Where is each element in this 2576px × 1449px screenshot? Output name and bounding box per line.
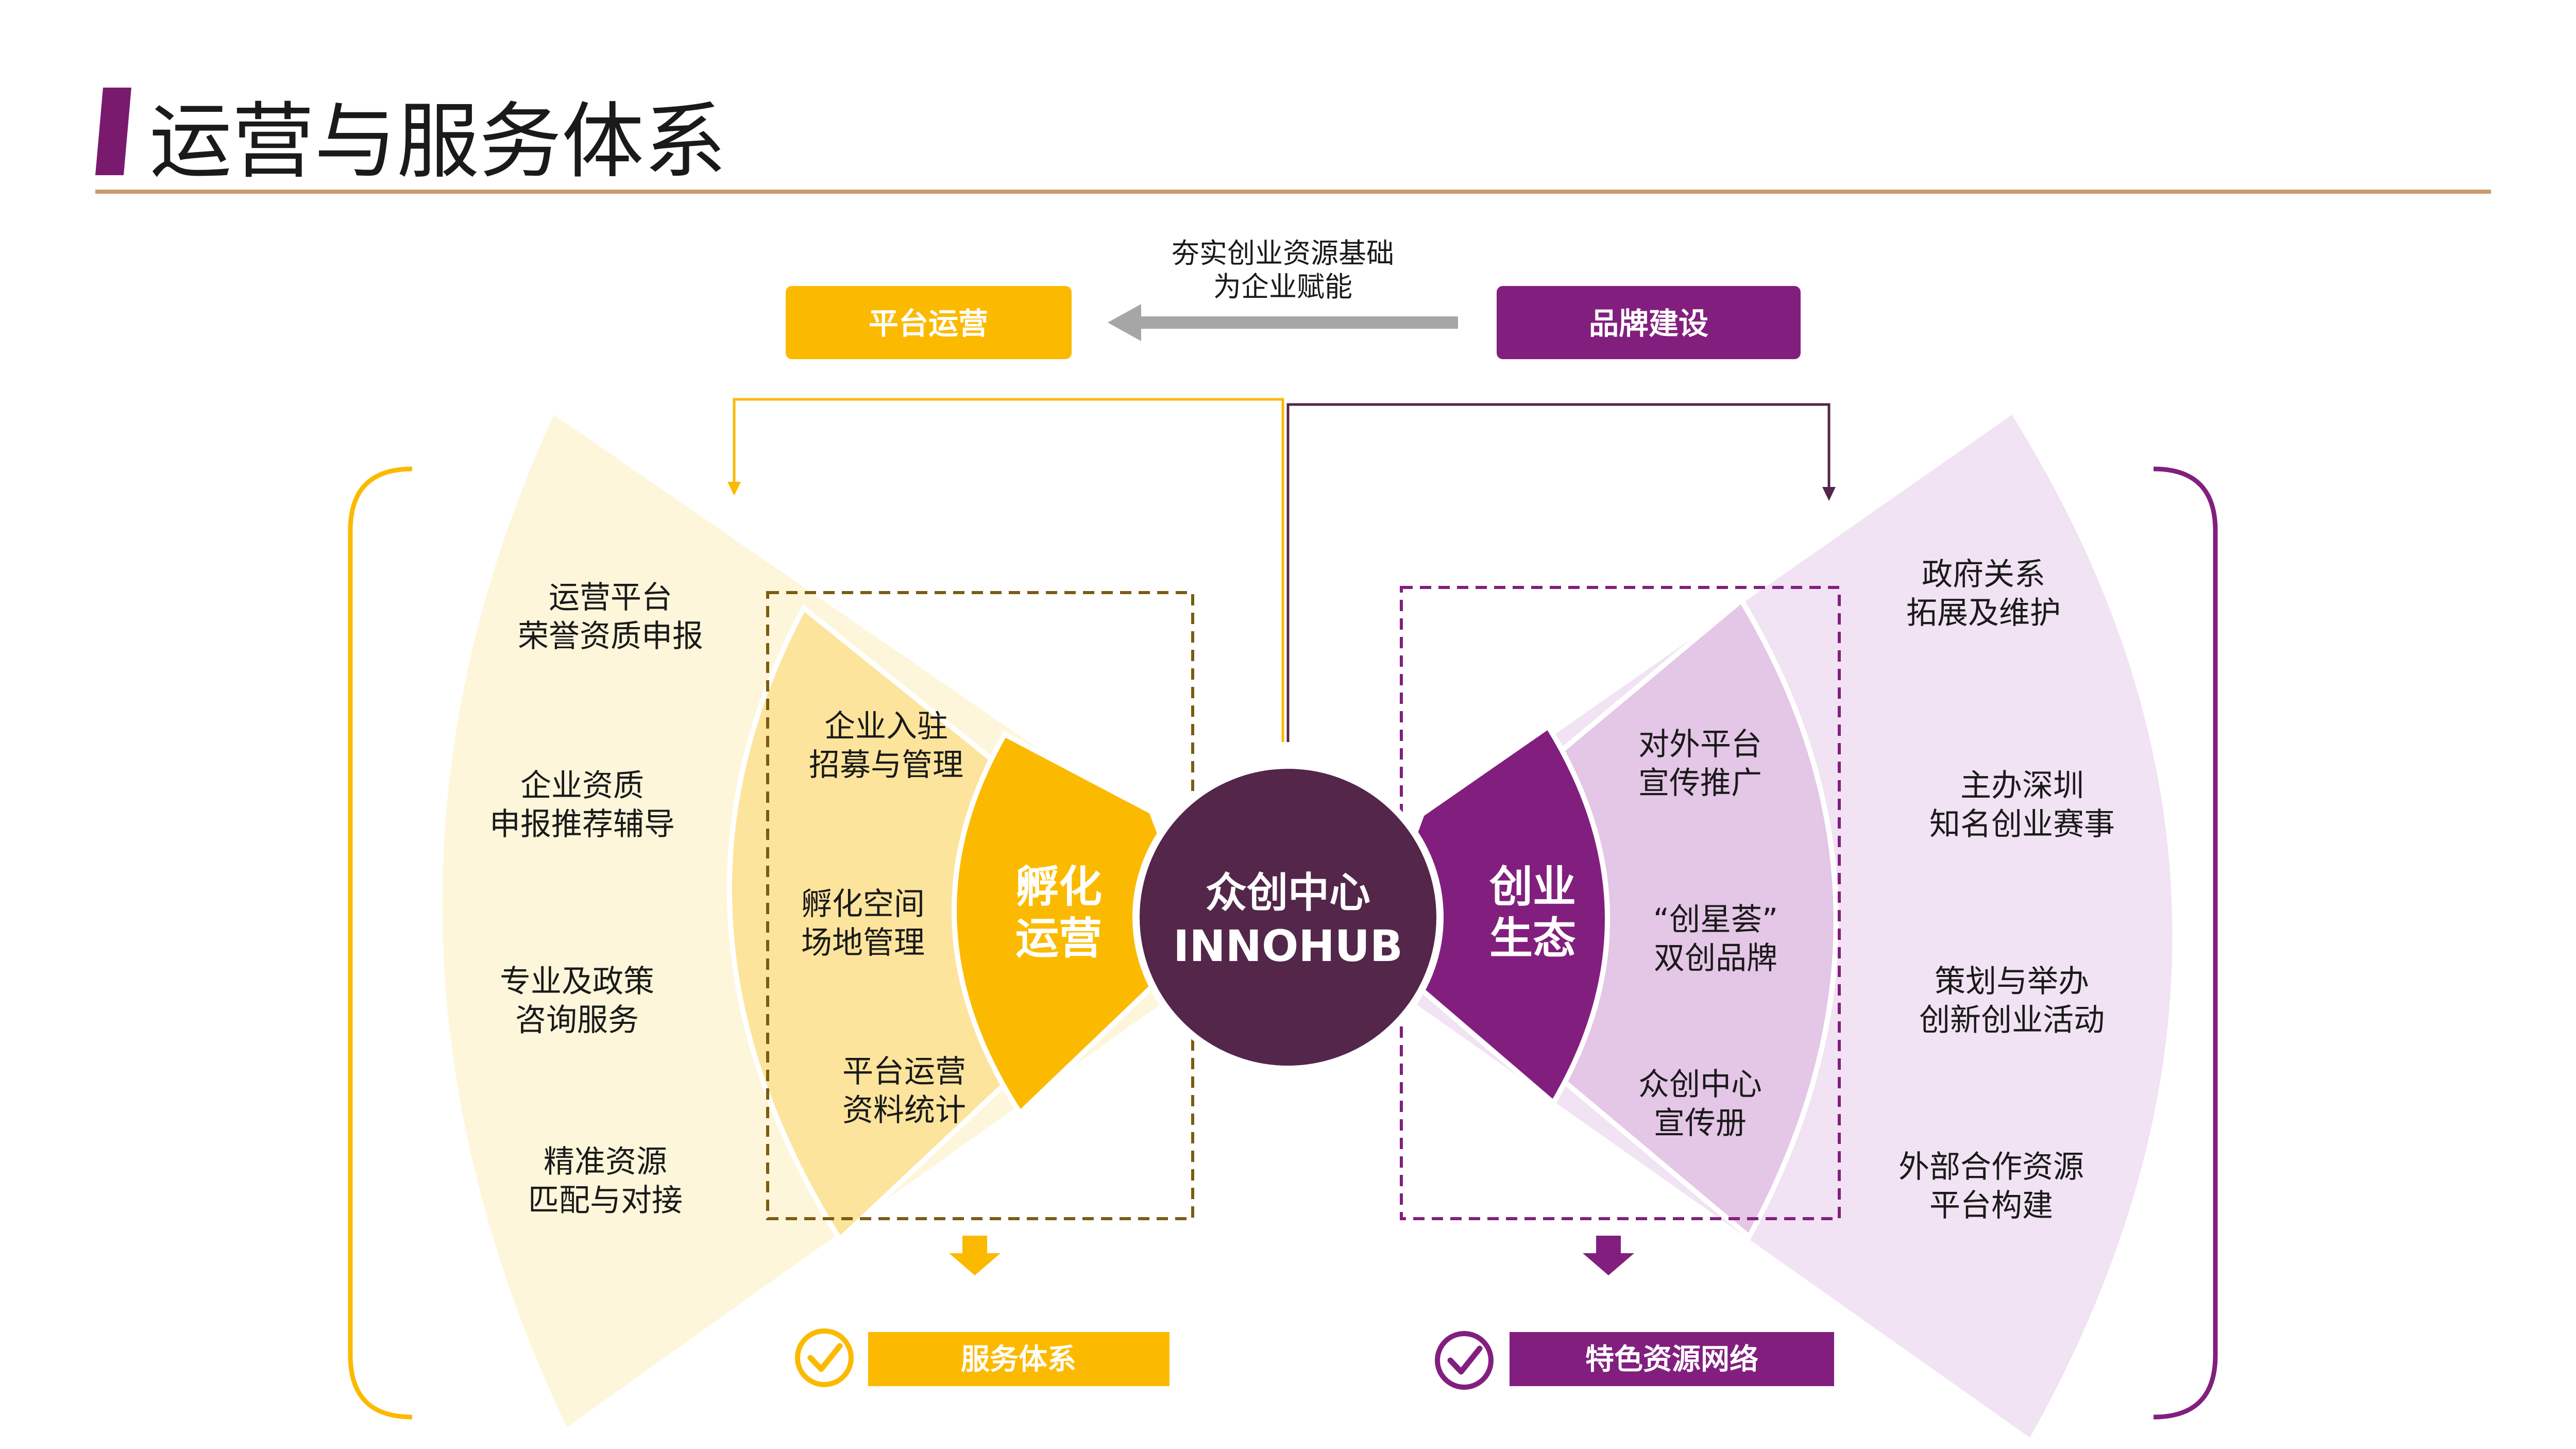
purple-connector-arrowhead [1822,487,1836,501]
left-inner-item: 平台运营 资料统计 [842,1054,966,1128]
svg-text:众创中心: 众创中心 [1638,1067,1762,1103]
gold-connector-arrowhead [727,482,741,496]
gold-connector-line [733,398,1284,742]
right-outer-item: 政府关系 拓展及维护 [1906,557,2061,631]
brand-building-label: 品牌建设 [1589,306,1708,341]
svg-text:资料统计: 资料统计 [842,1092,966,1128]
down-arrow-icon [1583,1236,1634,1275]
right-inner-item: 对外平台 宣传推广 [1638,727,1762,801]
right-outer-item: 主办深圳 知名创业赛事 [1929,768,2115,843]
left-bracket [348,466,413,1420]
svg-text:场地管理: 场地管理 [801,925,925,961]
left-dashed-box [766,591,1194,1220]
svg-text:政府关系: 政府关系 [1922,557,2045,593]
svg-text:外部合作资源: 外部合作资源 [1899,1149,2084,1185]
svg-text:创新创业活动: 创新创业活动 [1919,1002,2105,1038]
left-inner-item: 孵化空间 场地管理 [801,886,925,961]
svg-text:荣誉资质申报: 荣誉资质申报 [518,618,703,654]
page-title: 运营与服务体系 [149,93,726,190]
svg-text:咨询服务: 咨询服务 [515,1002,639,1038]
right-outer-item: 外部合作资源 平台构建 [1899,1149,2084,1224]
svg-text:对外平台: 对外平台 [1638,727,1762,763]
left-core-line1: 孵化 [1015,862,1102,912]
down-arrow-icon [949,1236,1001,1275]
svg-text:知名创业赛事: 知名创业赛事 [1929,806,2115,843]
title-bar-accent [95,88,131,175]
left-inner-item: 企业入驻 招募与管理 [809,709,963,783]
left-arrow-icon [1108,304,1458,341]
svg-text:主办深圳: 主办深圳 [1960,768,2084,804]
check-circle-icon [1435,1331,1494,1390]
service-system-box [868,1332,1170,1386]
svg-text:精准资源: 精准资源 [544,1144,667,1180]
center-circle [1132,762,1444,1073]
left-outer-item: 专业及政策 咨询服务 [500,964,654,1038]
arrow-caption-line2: 为企业赋能 [1213,271,1352,303]
right-inner-item: “创星荟” 双创品牌 [1653,902,1778,976]
left-core-fan [952,731,1204,1117]
platform-operation-label: 平台运营 [869,306,988,341]
svg-text:平台运营: 平台运营 [842,1054,966,1090]
right-core-line1: 创业 [1489,862,1576,912]
arrow-caption-line1: 夯实创业资源基础 [1172,237,1394,269]
center-title-line1: 众创中心 [1206,869,1370,917]
right-core-line2: 生态 [1489,913,1576,964]
resource-network-label: 特色资源网络 [1585,1343,1758,1376]
svg-text:双创品牌: 双创品牌 [1654,940,1777,976]
title-underline [95,190,2491,194]
svg-text:策划与举办: 策划与举办 [1935,964,2089,1000]
right-core-fan [1370,722,1611,1107]
svg-text:匹配与对接: 匹配与对接 [528,1183,683,1219]
platform-operation-box [786,286,1072,359]
right-inner-item: 众创中心 宣传册 [1638,1067,1762,1141]
right-outer-item: 策划与举办 创新创业活动 [1919,964,2105,1038]
svg-text:拓展及维护: 拓展及维护 [1906,595,2061,631]
svg-text:招募与管理: 招募与管理 [809,747,963,783]
resource-network-box [1510,1332,1834,1386]
svg-text:宣传推广: 宣传推广 [1638,765,1762,801]
purple-connector-line [1286,403,1831,742]
svg-text:企业入驻: 企业入驻 [824,709,948,745]
svg-text:孵化空间: 孵化空间 [801,886,925,922]
svg-text:运营平台: 运营平台 [549,580,672,616]
svg-text:“创星荟”: “创星荟” [1653,902,1778,938]
left-core-line2: 运营 [1015,913,1102,964]
svg-text:专业及政策: 专业及政策 [500,964,654,1000]
svg-text:平台构建: 平台构建 [1929,1188,2053,1224]
left-outer-item: 运营平台 荣誉资质申报 [518,580,703,654]
right-bracket [2153,466,2218,1420]
left-outer-item: 企业资质 申报推荐辅导 [489,768,675,843]
svg-text:申报推荐辅导: 申报推荐辅导 [489,806,675,843]
service-system-label: 服务体系 [961,1343,1076,1376]
check-circle-icon [795,1328,854,1387]
left-outer-item: 精准资源 匹配与对接 [528,1144,683,1219]
svg-text:宣传册: 宣传册 [1654,1105,1747,1141]
center-title-line2: INNOHUB [1173,921,1403,971]
brand-building-box [1497,286,1801,359]
svg-text:企业资质: 企业资质 [520,768,644,804]
